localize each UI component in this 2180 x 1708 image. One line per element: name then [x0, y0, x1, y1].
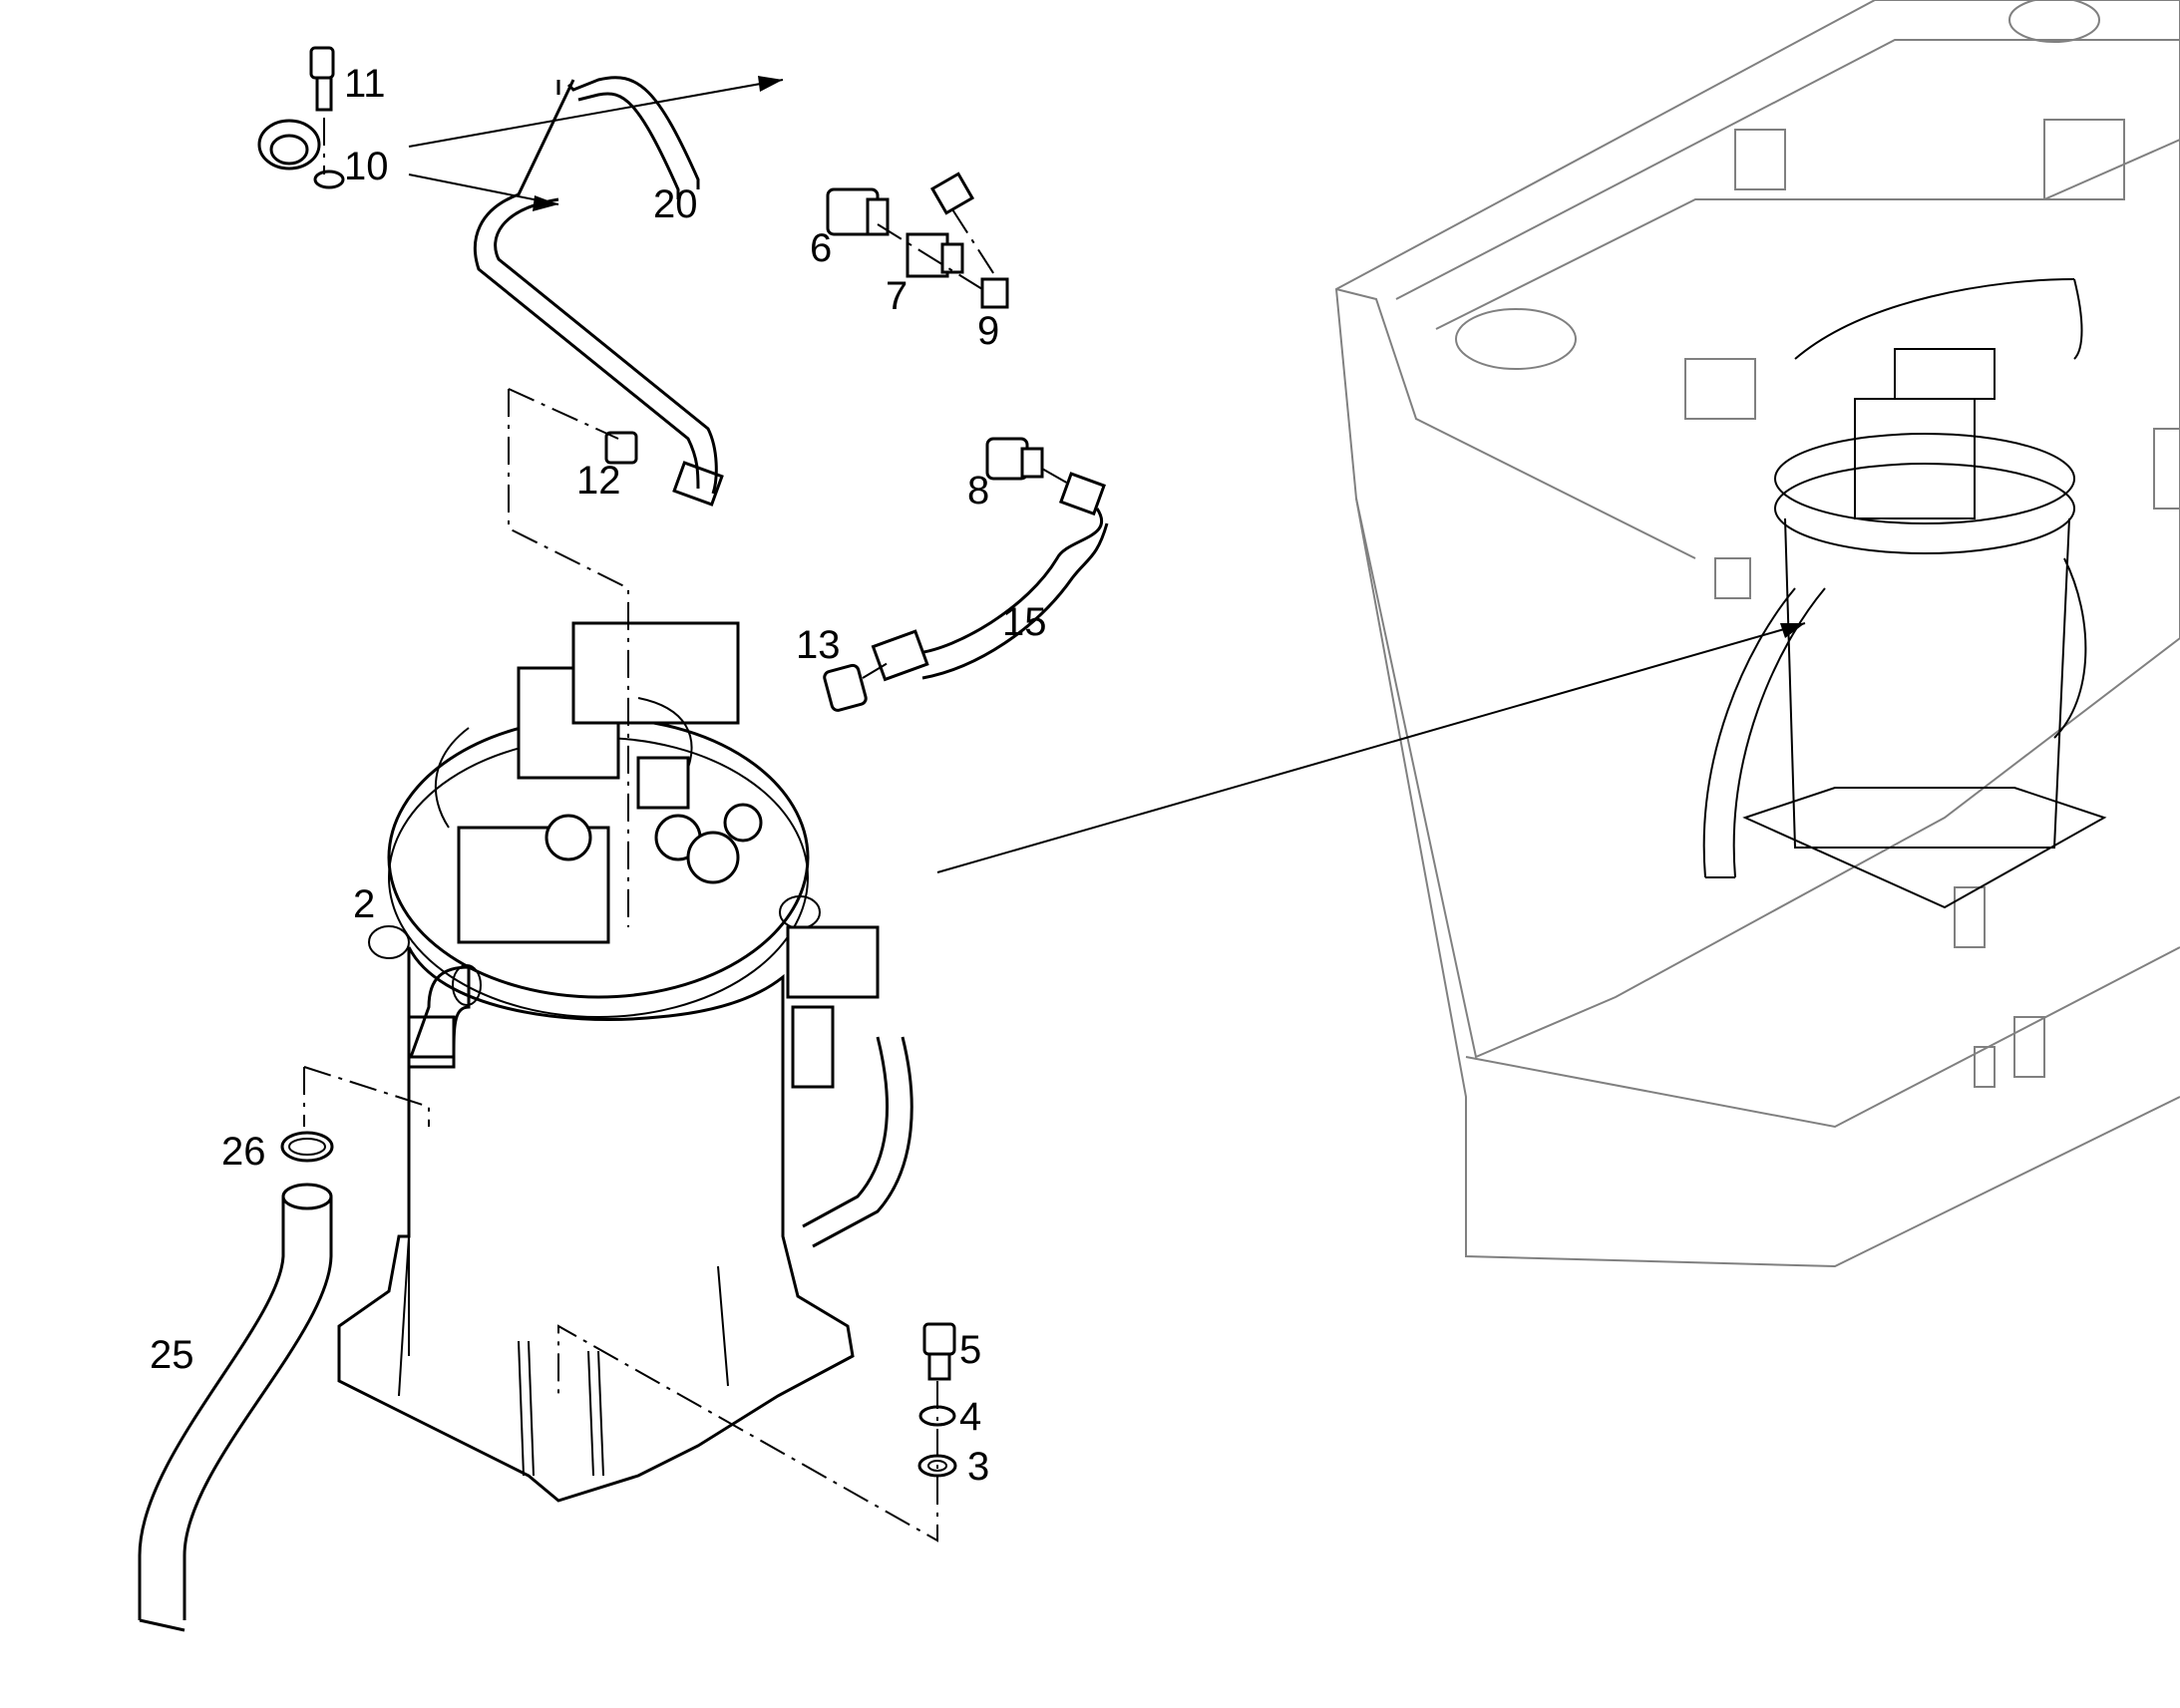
callout-10: 10 — [344, 145, 389, 188]
reference-arrowhead — [1780, 623, 1805, 638]
leader-10-b — [408, 173, 559, 205]
callout-7: 7 — [886, 274, 908, 318]
bolt-5-axis — [557, 1324, 938, 1542]
installed-tank — [1702, 278, 2107, 909]
bolt-11 — [309, 46, 335, 112]
callout-15: 15 — [1002, 600, 1047, 644]
fitting-6 — [826, 187, 890, 236]
fitting-8-axis — [1041, 468, 1078, 490]
callout-3: 3 — [967, 1445, 989, 1489]
callout-11: 11 — [344, 62, 386, 106]
fitting-8 — [985, 437, 1044, 481]
arrow-10-a — [758, 76, 783, 92]
fitting-12 — [604, 431, 638, 465]
reference-leader-line — [936, 622, 1806, 873]
callout-25: 25 — [150, 1333, 194, 1377]
hose-25 — [138, 1183, 333, 1632]
callout-20: 20 — [653, 182, 698, 226]
leader-10-a — [408, 79, 784, 148]
clamp-10 — [257, 119, 345, 189]
callout-13: 13 — [796, 623, 841, 667]
nut-13 — [823, 663, 868, 712]
fitting-12-axis — [508, 389, 629, 927]
callout-8: 8 — [967, 469, 989, 512]
callout-4: 4 — [959, 1395, 981, 1439]
hose-20 — [473, 76, 975, 507]
clamp-26 — [280, 1131, 334, 1163]
hose-25-axis — [303, 1066, 430, 1127]
arrow-10-b — [533, 195, 558, 211]
washer-4 — [918, 1405, 956, 1427]
callout-labels: 11 10 20 6 7 9 12 8 13 15 2 26 25 5 4 3 — [150, 62, 1047, 1489]
hose-15 — [871, 472, 1109, 682]
machine-context-view — [1334, 0, 2180, 1268]
callout-2: 2 — [353, 882, 375, 926]
fitting-9-hose-axis — [951, 208, 998, 280]
bolt-5 — [922, 1322, 956, 1381]
callout-5: 5 — [959, 1328, 981, 1372]
callout-9: 9 — [977, 309, 999, 353]
callout-6: 6 — [810, 226, 832, 270]
hydraulic-tank — [337, 621, 913, 1503]
callout-26: 26 — [221, 1130, 266, 1174]
fitting-6-7-axis — [877, 223, 983, 290]
fitting-9 — [980, 277, 1009, 309]
callout-12: 12 — [576, 459, 621, 503]
fitting-7 — [906, 232, 964, 278]
nut-13-axis — [862, 662, 889, 679]
fitting-12-to-hose-axis — [508, 388, 619, 440]
